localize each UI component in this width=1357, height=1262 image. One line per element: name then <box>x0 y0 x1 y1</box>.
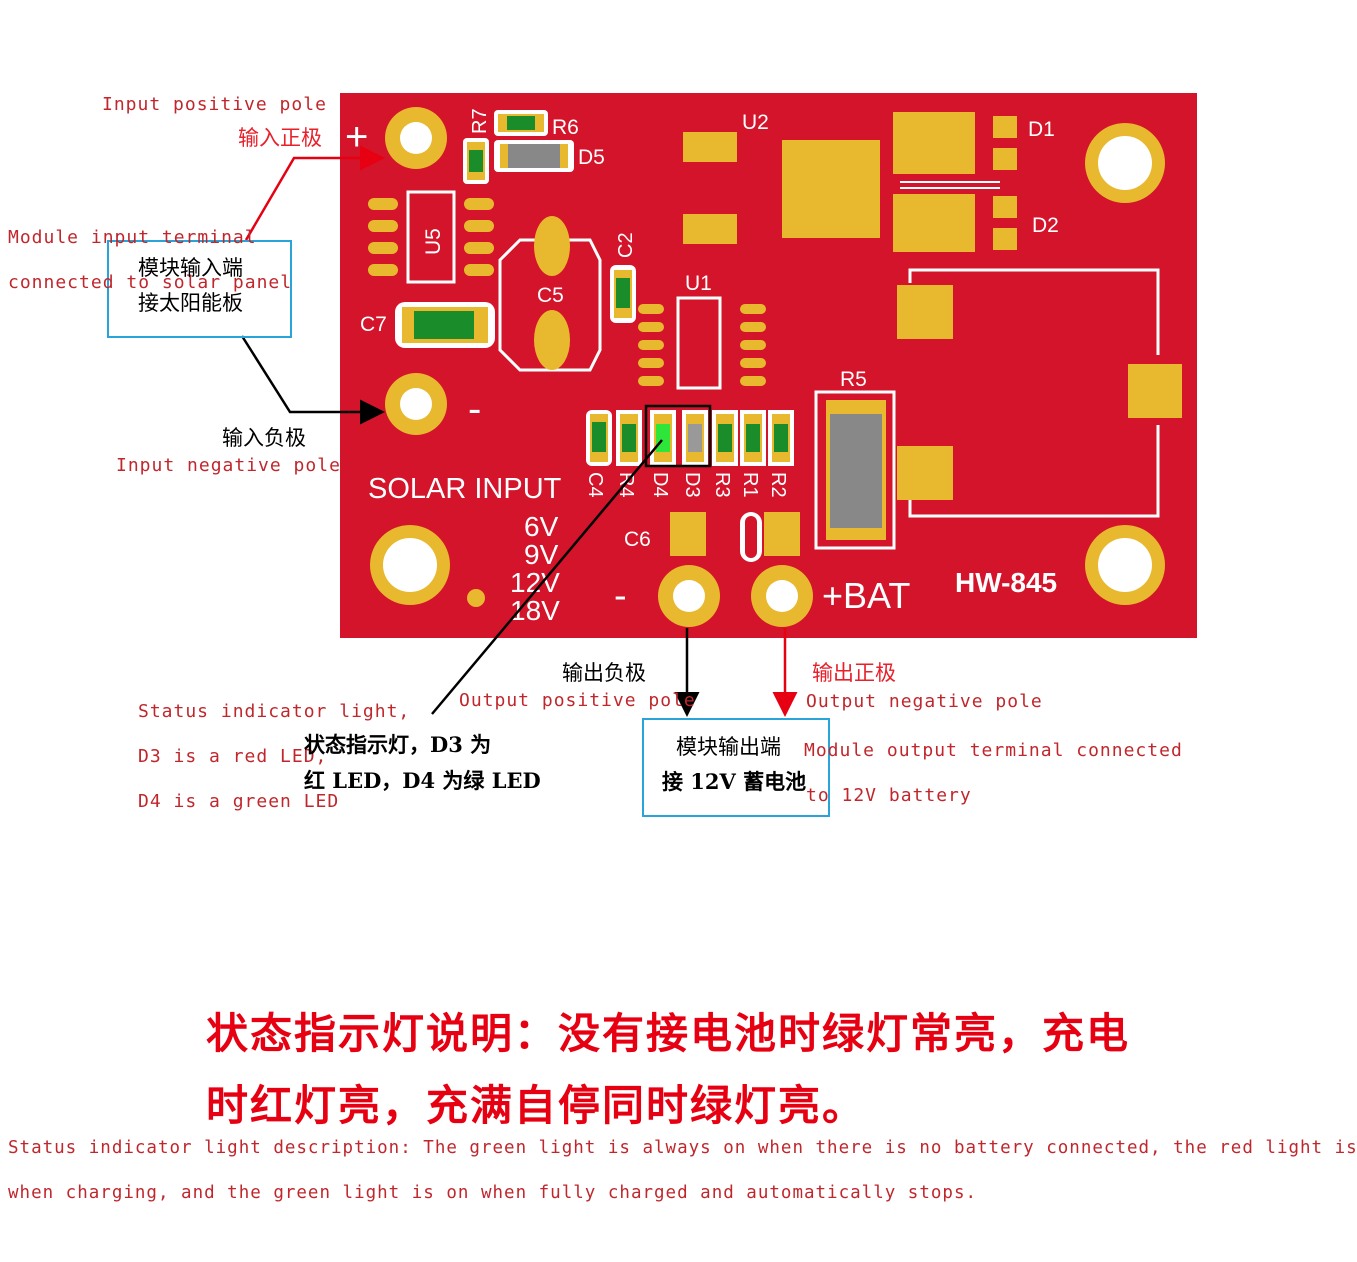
module-input-en-1: Module input terminal <box>8 227 257 248</box>
component-u1 <box>638 296 766 390</box>
output-negative-en: Output positive pole <box>459 690 696 711</box>
mounting-hole <box>1085 123 1165 203</box>
component-u2 <box>683 132 880 244</box>
solar-input-label: SOLAR INPUT <box>368 473 562 505</box>
arrow-input-positive <box>244 145 385 241</box>
label-u5: U5 <box>422 228 445 255</box>
minus-sign-input: - <box>468 387 481 431</box>
label-r6: R6 <box>552 116 579 139</box>
module-input-cn-1: 模块输入端 <box>138 256 243 280</box>
component-r7 <box>463 138 489 184</box>
component-u5 <box>368 190 494 284</box>
label-c5: C5 <box>537 284 564 307</box>
output-positive-en: Output negative pole <box>806 691 1043 712</box>
label-r7: R7 <box>469 108 491 134</box>
plus-sign-input: + <box>345 115 368 159</box>
status-cn-1: 状态指示灯，D3 为 <box>304 732 492 757</box>
label-r1: R1 <box>739 472 761 498</box>
component-r3 <box>712 410 738 466</box>
component-c6 <box>670 512 800 562</box>
mounting-hole <box>1085 525 1165 605</box>
status-en-2: D3 is a red LED, <box>138 746 328 767</box>
module-output-cn-2: 接 12V 蓄电池 <box>662 769 807 794</box>
led-d3-red <box>682 410 708 466</box>
status-en-1: Status indicator light, <box>138 701 411 722</box>
status-en-3: D4 is a green LED <box>138 791 340 812</box>
component-c7 <box>395 302 495 348</box>
input-negative-cn: 输入负极 <box>222 426 306 450</box>
description-en-line2: when charging, and the green light is on… <box>8 1183 978 1203</box>
output-positive-pad <box>751 565 813 627</box>
voltage-9v: 9V <box>524 539 559 570</box>
label-r5: R5 <box>840 368 867 391</box>
module-input-box <box>107 240 292 338</box>
module-input-en-2: connected to solar panel <box>8 272 293 293</box>
status-cn-2: 红 LED，D4 为绿 LED <box>304 768 541 793</box>
voltage-6v: 6V <box>524 511 559 542</box>
pointer-status-led <box>431 439 663 715</box>
component-r1 <box>740 410 766 466</box>
module-input-cn-2: 接太阳能板 <box>138 291 243 315</box>
description-cn-line1: 状态指示灯说明：没有接电池时绿灯常亮，充电 <box>206 1009 1131 1058</box>
arrow-input-negative <box>240 335 385 425</box>
input-negative-en: Input negative pole <box>116 455 341 476</box>
output-negative-pad <box>658 565 720 627</box>
label-c6: C6 <box>624 528 651 551</box>
module-output-en-1: Module output terminal connected <box>804 740 1183 761</box>
input-negative-pad <box>385 373 447 435</box>
led-highlight-box <box>644 404 712 468</box>
label-c7: C7 <box>360 313 387 336</box>
label-u2: U2 <box>742 111 769 134</box>
label-r2: R2 <box>767 472 789 498</box>
model-label: HW-845 <box>955 567 1057 598</box>
component-d2 <box>893 194 1017 252</box>
jumper-pad <box>467 589 485 607</box>
label-d1: D1 <box>1028 118 1055 141</box>
component-d5 <box>494 140 574 172</box>
module-output-cn-1: 模块输出端 <box>676 735 781 759</box>
description-cn-line2: 时红灯亮，充满自停同时绿灯亮。 <box>206 1081 867 1130</box>
label-d5: D5 <box>578 146 605 169</box>
component-c2 <box>610 265 636 323</box>
label-c4: C4 <box>584 472 606 498</box>
output-negative-cn: 输出负极 <box>562 661 646 685</box>
mounting-hole <box>370 525 450 605</box>
component-r6 <box>494 110 548 136</box>
component-c4 <box>586 410 612 466</box>
label-d4: D4 <box>649 472 671 498</box>
label-d3: D3 <box>681 472 703 498</box>
led-d4-green <box>650 410 676 466</box>
label-r3: R3 <box>711 472 733 498</box>
input-positive-en: Input positive pole <box>102 94 327 115</box>
output-positive-cn: 输出正极 <box>812 661 896 685</box>
label-u1: U1 <box>685 272 712 295</box>
minus-sign-output: - <box>614 575 627 617</box>
input-positive-cn: 输入正极 <box>238 126 322 150</box>
component-r4 <box>616 410 642 466</box>
component-r5 <box>814 390 896 550</box>
label-d2: D2 <box>1032 214 1059 237</box>
bat-label: +BAT <box>822 575 910 616</box>
inductor-outline <box>897 268 1182 518</box>
component-c5 <box>498 216 602 372</box>
description-en-line1: Status indicator light description: The … <box>8 1138 1357 1158</box>
input-positive-pad <box>385 107 447 169</box>
module-output-box <box>642 718 830 817</box>
label-c2: C2 <box>615 232 637 258</box>
component-d1 <box>893 112 1017 174</box>
component-r2 <box>768 410 794 466</box>
module-output-en-2: to 12V battery <box>806 785 972 806</box>
